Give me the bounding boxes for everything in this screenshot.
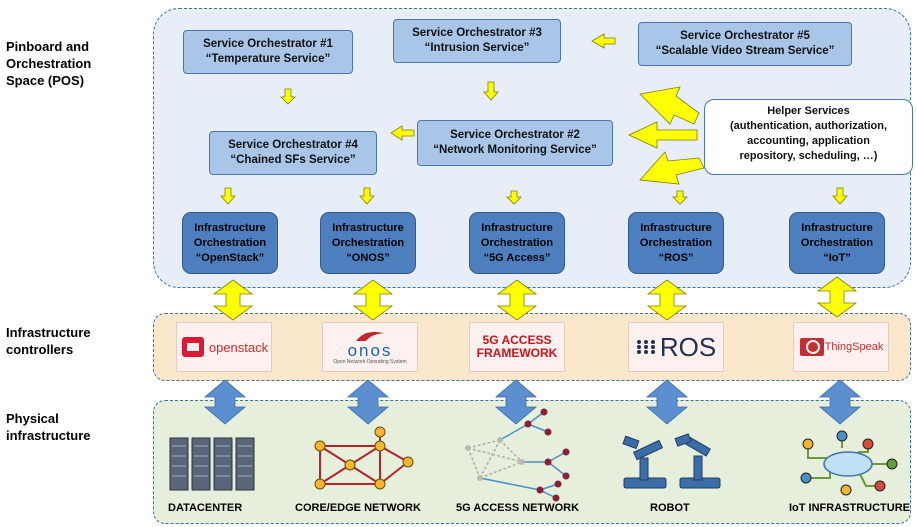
arrow-so1-so4 (280, 88, 296, 105)
infra-orchestration-openstack: Infrastructure Orchestration “OpenStack” (182, 212, 278, 274)
io-line: Infrastructure (640, 221, 712, 234)
arrow-so4-io2 (359, 187, 375, 205)
infra-orchestration-iot: Infrastructure Orchestration “IoT” (789, 212, 885, 274)
arrow-so4-io1 (220, 187, 236, 205)
so4-service: “Chained SFs Service” (230, 154, 356, 166)
io-line: Orchestration (639, 236, 713, 249)
so2-title: Service Orchestrator #2 (450, 129, 580, 141)
infra-orchestration-ros: Infrastructure Orchestration “ROS” (628, 212, 724, 274)
access-network-icon (465, 408, 570, 502)
io-line: Infrastructure (332, 221, 404, 234)
thingspeak-text: ThingSpeak (824, 341, 884, 353)
io-line: Orchestration (331, 236, 405, 249)
5g-access-logo: 5G ACCESS FRAMEWORK (469, 322, 565, 372)
io-name: “5G Access” (483, 251, 551, 264)
io-line: Infrastructure (801, 221, 873, 234)
io-line: Infrastructure (194, 221, 266, 234)
ros-text: ROS (659, 331, 717, 362)
5g-access-line2: FRAMEWORK (476, 346, 558, 360)
onos-logo: onos Open Network Operating System (322, 322, 418, 372)
so1-service: “Temperature Service” (205, 53, 331, 65)
io-line: Orchestration (480, 236, 554, 249)
label-5g-access-network: 5G ACCESS NETWORK (456, 502, 580, 514)
io-name: “ONOS” (346, 251, 390, 264)
service-orchestrator-5: Service Orchestrator #5 “Scalable Video … (638, 22, 852, 66)
openstack-logo: openstack (176, 322, 272, 372)
service-orchestrator-2: Service Orchestrator #2 “Network Monitor… (417, 120, 613, 166)
helper-services-title: Helper Services (767, 105, 850, 117)
service-orchestrator-4: Service Orchestrator #4 “Chained SFs Ser… (209, 131, 377, 175)
label-core-edge-network: CORE/EDGE NETWORK (295, 502, 421, 514)
helper-services-line: (authentication, authorization, (729, 120, 888, 132)
so5-service: “Scalable Video Stream Service” (655, 45, 835, 57)
so1-title: Service Orchestrator #1 (203, 38, 333, 50)
io-name: “ROS” (658, 251, 694, 264)
infra-orchestration-5g-access: Infrastructure Orchestration “5G Access” (469, 212, 565, 274)
arrow-helper-io5 (832, 187, 848, 205)
arrow-helper-so2 (628, 121, 698, 149)
service-orchestrator-3: Service Orchestrator #3 “Intrusion Servi… (393, 19, 561, 63)
so4-title: Service Orchestrator #4 (228, 139, 358, 151)
onos-text: onos (347, 341, 393, 360)
robot-arm-icon (622, 433, 721, 489)
io-line: Orchestration (800, 236, 874, 249)
service-orchestrator-1: Service Orchestrator #1 “Temperature Ser… (183, 30, 353, 74)
so3-service: “Intrusion Service” (424, 42, 530, 54)
arrow-so5-so3 (591, 33, 616, 49)
so5-title: Service Orchestrator #5 (680, 30, 810, 42)
label-iot-infrastructure: IoT INFRASTRUCTURE (789, 502, 910, 514)
pos-label: Pinboard and Orchestration Space (POS) (6, 39, 92, 88)
ros-logo: ROS (628, 322, 724, 372)
helper-services-line: repository, scheduling, …) (739, 150, 878, 162)
so2-service: “Network Monitoring Service” (433, 144, 597, 156)
physical-label: Physical infrastructure (6, 411, 91, 443)
thingspeak-icon (799, 338, 824, 356)
onos-subtitle: Open Network Operating System (333, 359, 407, 365)
double-arrows-yellow (212, 276, 858, 321)
onos-bird-icon (356, 331, 384, 341)
infra-orchestration-onos: Infrastructure Orchestration “ONOS” (320, 212, 416, 274)
label-datacenter: DATACENTER (168, 502, 243, 514)
server-racks-icon (169, 437, 255, 491)
5g-access-line1: 5G ACCESS (482, 333, 552, 347)
arrow-so2-so4 (390, 125, 415, 141)
openstack-icon (181, 337, 204, 357)
arrow-so3-so2 (483, 81, 499, 101)
arrow-to-io4 (672, 190, 688, 205)
ros-dots-icon (636, 340, 655, 354)
arrow-helper-bottom (639, 151, 705, 185)
io-line: Infrastructure (481, 221, 553, 234)
thingspeak-logo: ThingSpeak (793, 322, 889, 372)
openstack-text: openstack (208, 339, 269, 355)
arrow-so2-io3 (506, 190, 522, 205)
helper-services-line: accounting, application (747, 135, 870, 147)
double-arrows-blue (203, 379, 862, 425)
helper-services-box: Helper Services (authentication, authori… (704, 99, 913, 175)
arrow-helper-so3 (639, 86, 700, 125)
so3-title: Service Orchestrator #3 (412, 27, 542, 39)
io-line: Orchestration (193, 236, 267, 249)
io-name: “OpenStack” (195, 251, 265, 264)
io-name: “IoT” (823, 251, 851, 264)
controllers-label: Infrastructure controllers (6, 325, 91, 357)
iot-cloud-icon (800, 430, 898, 496)
label-robot: ROBOT (650, 502, 690, 514)
mesh-network-icon (314, 426, 414, 490)
